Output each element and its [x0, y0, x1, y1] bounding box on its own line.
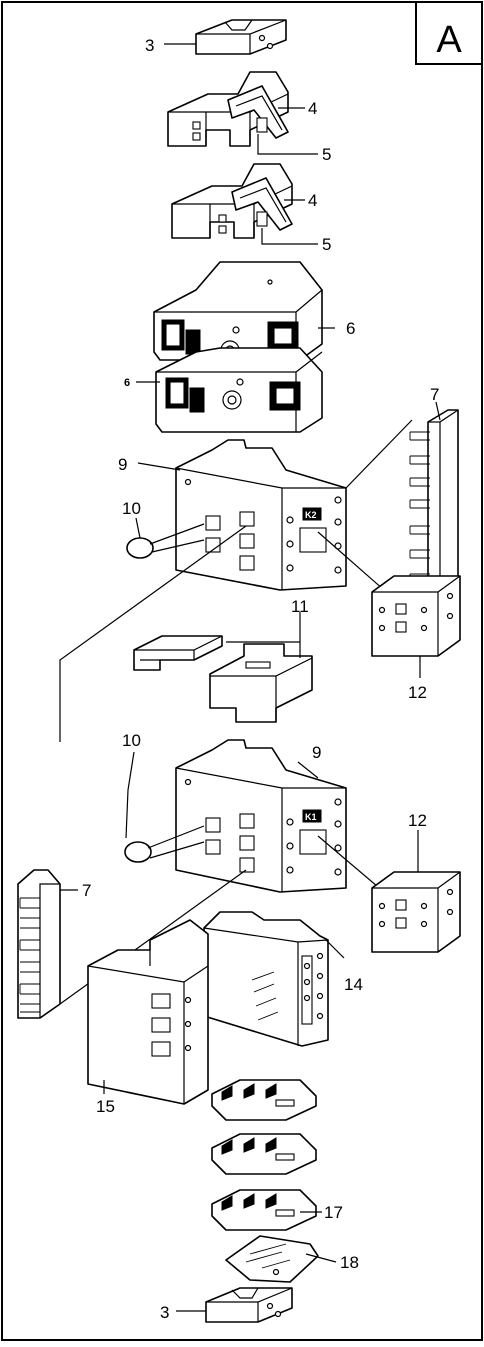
callout-12-top: 12	[408, 683, 427, 702]
callout-6-a: 6	[346, 319, 355, 338]
callout-6-b: 6	[124, 377, 130, 389]
part-17-terminal-middle	[211, 1133, 317, 1175]
callout-5-b: 5	[322, 235, 331, 254]
link-busbar-right	[345, 419, 413, 489]
part-3-bottom-end-cap	[205, 1287, 293, 1323]
leader-11	[226, 620, 301, 658]
callout-4-a: 4	[308, 99, 317, 118]
part-10-suppressor-upper	[126, 523, 205, 559]
part-11-interlock	[133, 635, 313, 723]
part-4-fuse-holder-upper	[167, 71, 289, 147]
callout-7-right: 7	[430, 385, 439, 404]
part-17-terminal-upper	[211, 1079, 317, 1121]
leader-9-top	[137, 462, 181, 471]
callout-3-bottom: 3	[160, 1303, 169, 1322]
link-block-12-bottom	[317, 835, 385, 893]
callout-18: 18	[340, 1253, 359, 1272]
part-4-fuse-holder-lower	[171, 163, 293, 239]
leader-5-b	[261, 228, 318, 245]
callout-12-bottom: 12	[408, 811, 427, 830]
part-17-terminal-lower	[211, 1189, 317, 1231]
callout-10-top: 10	[122, 499, 141, 518]
link-block-12-top	[317, 531, 385, 591]
callout-4-b: 4	[308, 191, 317, 210]
part-3-top-end-cap	[195, 19, 287, 55]
part-12-aux-block-upper	[371, 575, 461, 657]
leader-18	[305, 1253, 337, 1263]
callout-10-bottom: 10	[122, 731, 141, 750]
sheet-label: A	[436, 19, 462, 61]
leader-10-top	[135, 517, 141, 539]
callout-14: 14	[344, 975, 363, 994]
callout-9-bottom: 9	[312, 743, 321, 762]
callout-15: 15	[96, 1097, 115, 1116]
callout-11: 11	[291, 597, 309, 616]
link-busbar-left	[59, 525, 247, 742]
leader-10-bottom	[125, 751, 135, 839]
leader-5-a	[257, 134, 318, 155]
part-9-contactor-upper: K2	[175, 439, 347, 591]
leader-14	[325, 939, 345, 959]
part-7-busbar-left	[17, 869, 61, 1019]
part-14-overload-relay	[203, 911, 329, 1047]
part-9-contactor-lower: K1	[175, 739, 347, 893]
part-12-aux-block-lower	[371, 871, 461, 953]
callout-5-a: 5	[322, 145, 331, 164]
part-6-circuit-breaker-upper	[153, 261, 323, 361]
callout-3-top: 3	[145, 36, 154, 55]
sheet-label-box	[415, 2, 482, 65]
part-18-cover-plate	[225, 1235, 319, 1283]
contactor-tag-k2: K2	[305, 510, 317, 520]
part-10-suppressor-lower	[124, 825, 205, 863]
part-7-busbar-right	[409, 409, 459, 605]
leader-9-bottom	[297, 761, 319, 779]
leader-7-right	[435, 401, 441, 421]
callout-9-top: 9	[118, 455, 127, 474]
contactor-tag-k1: K1	[305, 812, 317, 822]
callout-17: 17	[324, 1203, 343, 1222]
part-6-circuit-breaker-lower	[155, 347, 323, 433]
part-15-terminal-housing	[87, 919, 209, 1105]
callout-7-left: 7	[82, 881, 91, 900]
